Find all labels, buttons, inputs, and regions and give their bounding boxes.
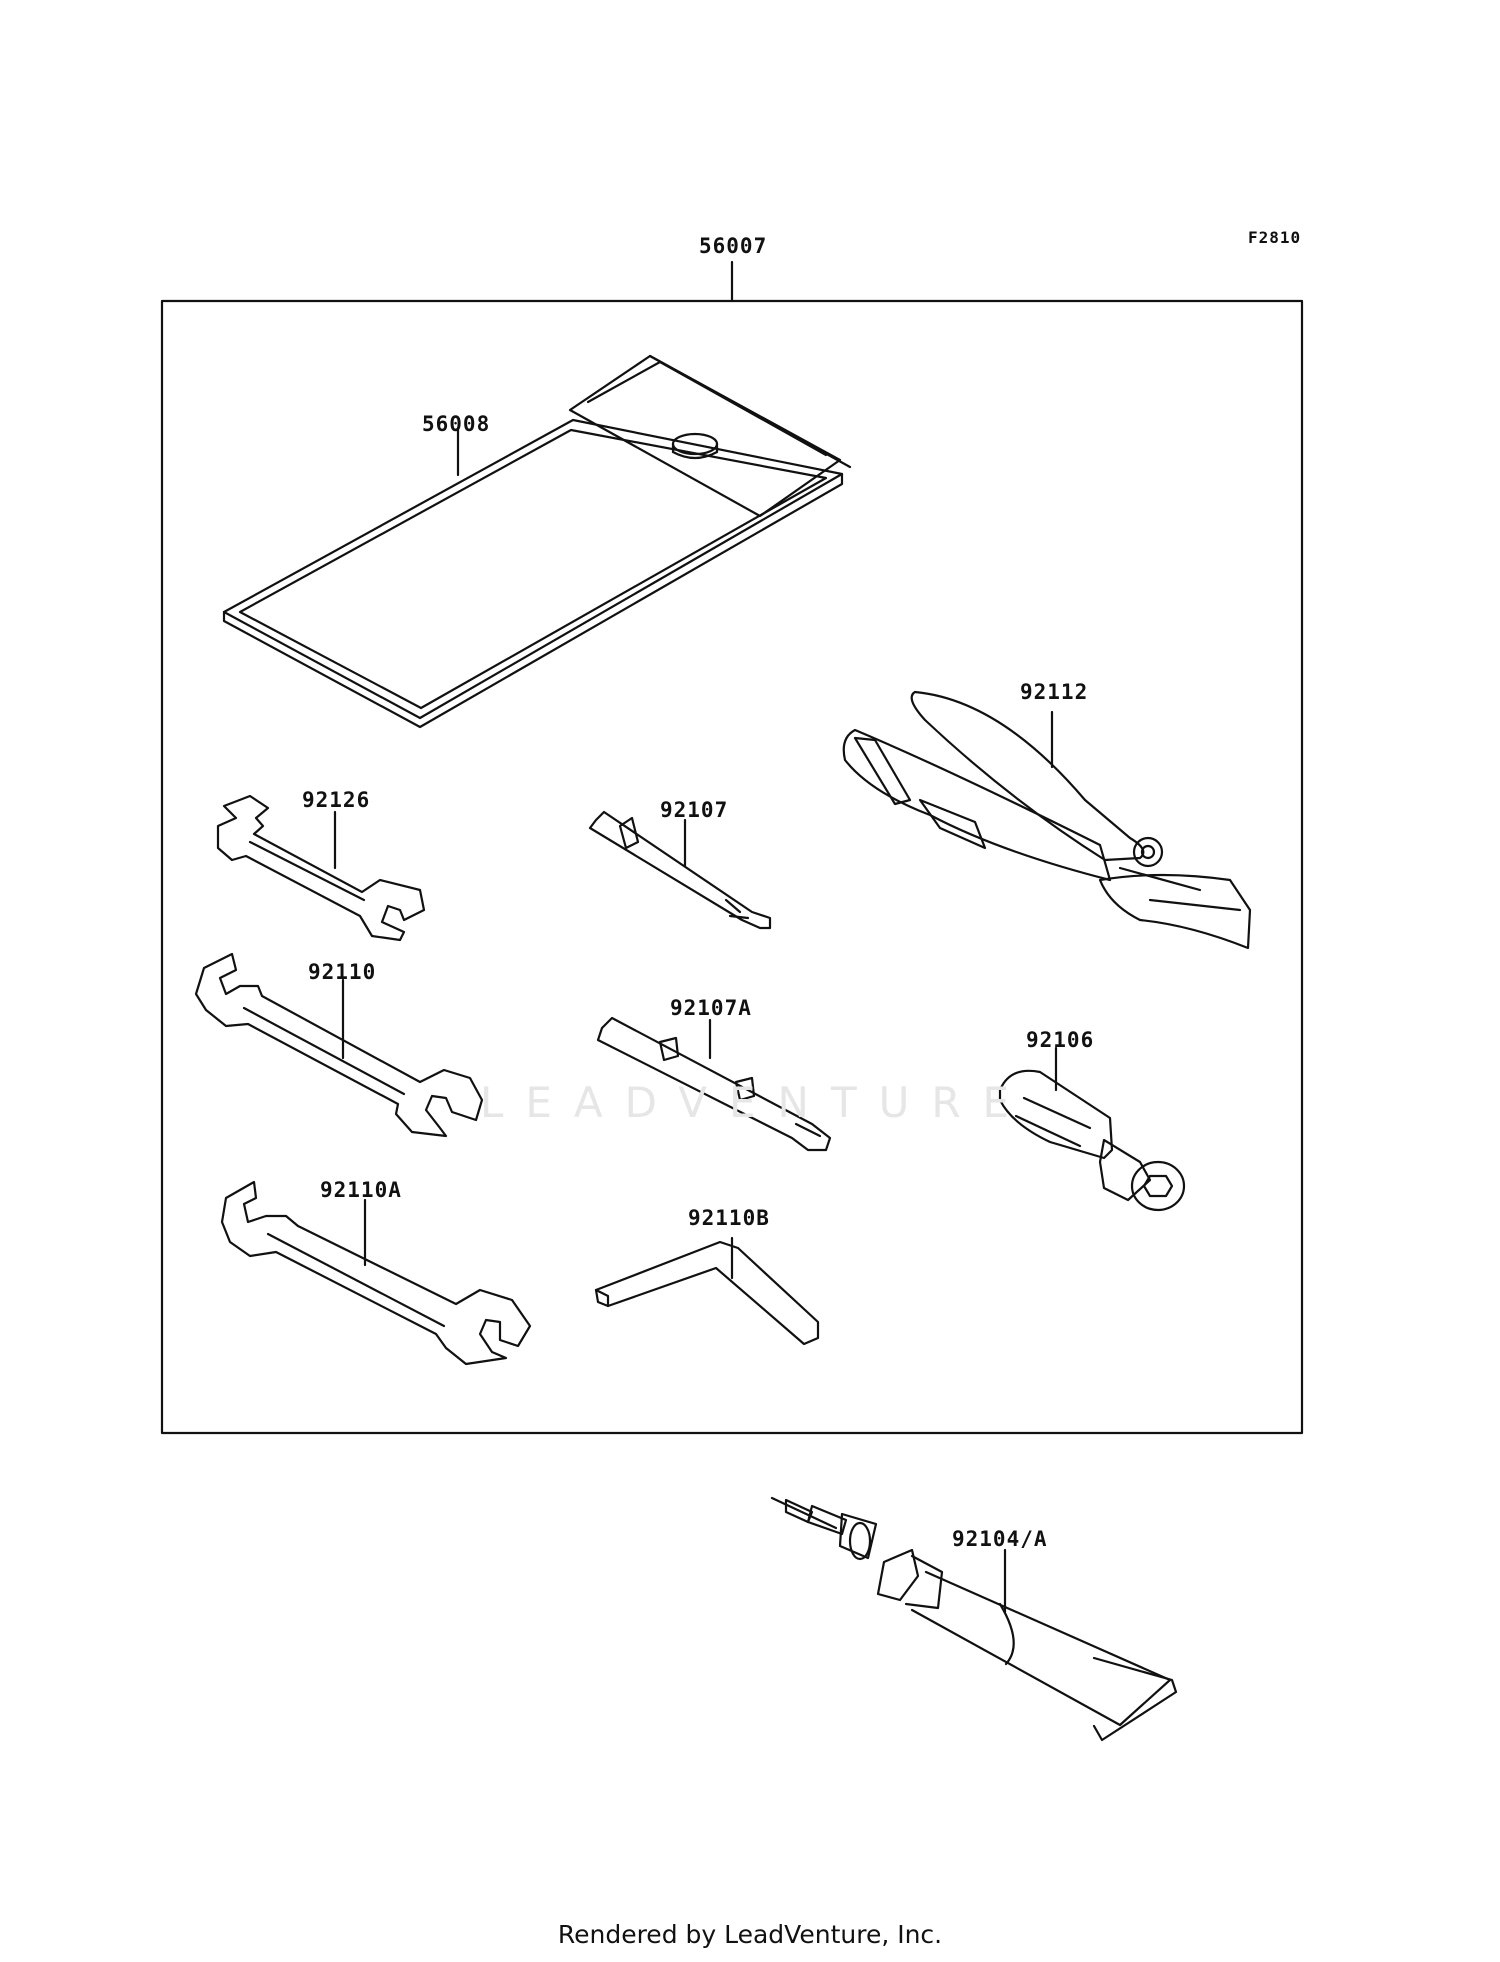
label-92112: 92112 [1020, 680, 1089, 704]
hex-key-92110B-drawing [594, 1240, 820, 1346]
tool-case-drawing [222, 354, 852, 729]
wrench-92110-drawing [194, 952, 484, 1138]
label-92104A: 92104/A [952, 1527, 1048, 1551]
label-56008: 56008 [422, 412, 491, 436]
socket-92106-drawing [998, 1069, 1186, 1212]
label-92107: 92107 [660, 798, 729, 822]
label-92110: 92110 [308, 960, 377, 984]
diagram-code: F2810 [1248, 228, 1302, 247]
grease-tube-drawing [770, 1496, 1178, 1742]
label-92106: 92106 [1026, 1028, 1095, 1052]
label-92110A: 92110A [320, 1178, 402, 1202]
label-56007: 56007 [699, 234, 768, 258]
watermark: LEADVENTURE [480, 1078, 1032, 1127]
wrench-92110A-drawing [220, 1180, 532, 1366]
label-92107A: 92107A [670, 996, 752, 1020]
bit-92107-drawing [588, 810, 772, 930]
pliers-drawing [842, 690, 1252, 950]
bit-92107A-drawing [596, 1016, 832, 1152]
label-92126: 92126 [302, 788, 371, 812]
label-92110B: 92110B [688, 1206, 770, 1230]
credit-footer: Rendered by LeadVenture, Inc. [557, 1920, 943, 1949]
wrench-92126-drawing [216, 794, 426, 942]
